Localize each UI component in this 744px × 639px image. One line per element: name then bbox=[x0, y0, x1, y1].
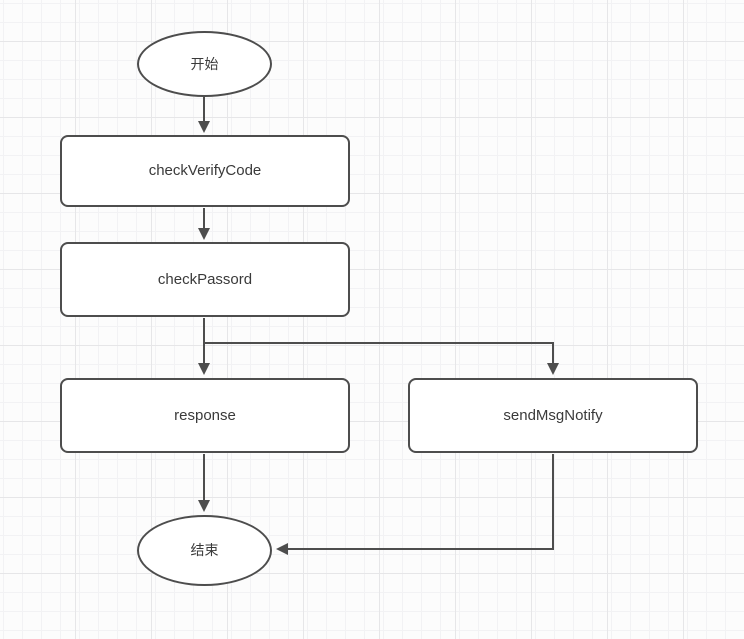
flowchart-node-response: response bbox=[60, 378, 350, 453]
flowchart-node-start: 开始 bbox=[137, 31, 272, 97]
flowchart-node-checkverifycode: checkVerifyCode bbox=[60, 135, 350, 207]
flowchart-node-checkpassord: checkPassord bbox=[60, 242, 350, 317]
flowchart-node-end-label: 结束 bbox=[190, 542, 219, 559]
flowchart-node-start-label: 开始 bbox=[190, 55, 219, 72]
flowchart-node-sendmsgnotify-label: sendMsgNotify bbox=[503, 406, 603, 424]
flowchart-node-response-label: response bbox=[174, 406, 236, 424]
flowchart-node-sendmsgnotify: sendMsgNotify bbox=[408, 378, 698, 453]
flowchart-node-checkpassord-label: checkPassord bbox=[157, 270, 253, 288]
edge-checkpassord-to-sendmsgnotify bbox=[204, 342, 559, 375]
edge-sendmsgnotify-to-end bbox=[276, 454, 554, 555]
flowchart-node-end: 结束 bbox=[137, 515, 272, 586]
flowchart-node-checkverifycode-label: checkVerifyCode bbox=[148, 162, 262, 179]
